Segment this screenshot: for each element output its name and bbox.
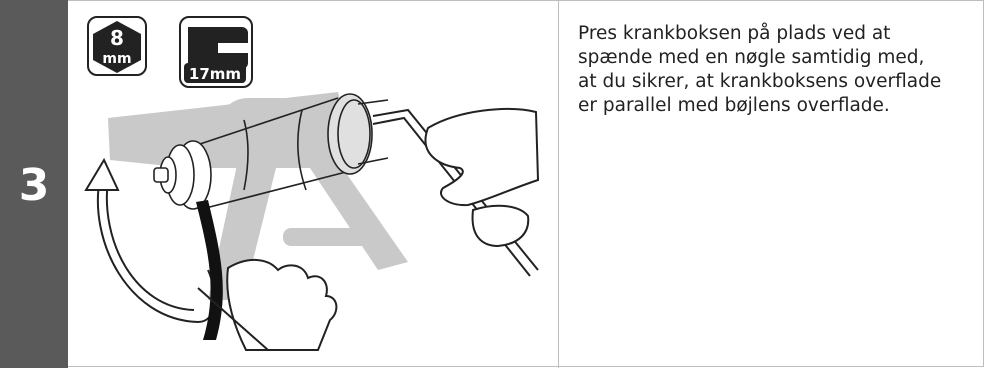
strap-tool (196, 200, 223, 340)
step-number: 3 (0, 160, 68, 211)
instruction-line: at du sikrer, at krankboksens overflade (578, 70, 973, 94)
instruction-text: Pres krankboksen på plads ved at spænde … (578, 22, 973, 118)
assembly-illustration: 8 mm 17mm (68, 0, 558, 368)
instruction-line: spænde med en nøgle samtidig med, (578, 46, 973, 70)
instruction-line: er parallel med bøjlens overflade. (578, 94, 973, 118)
hand-right (426, 109, 538, 246)
column-divider (558, 0, 559, 368)
wrench-icon: 17mm (180, 17, 252, 87)
hex-key-size-value: 8 (110, 26, 124, 50)
hex-key-icon: 8 mm (88, 17, 146, 75)
hex-key-size-unit: mm (102, 51, 131, 67)
instruction-line: Pres krankboksen på plads ved at (578, 22, 973, 46)
wrench-size-label: 17mm (189, 65, 241, 83)
step-sidebar: 3 (0, 0, 68, 368)
